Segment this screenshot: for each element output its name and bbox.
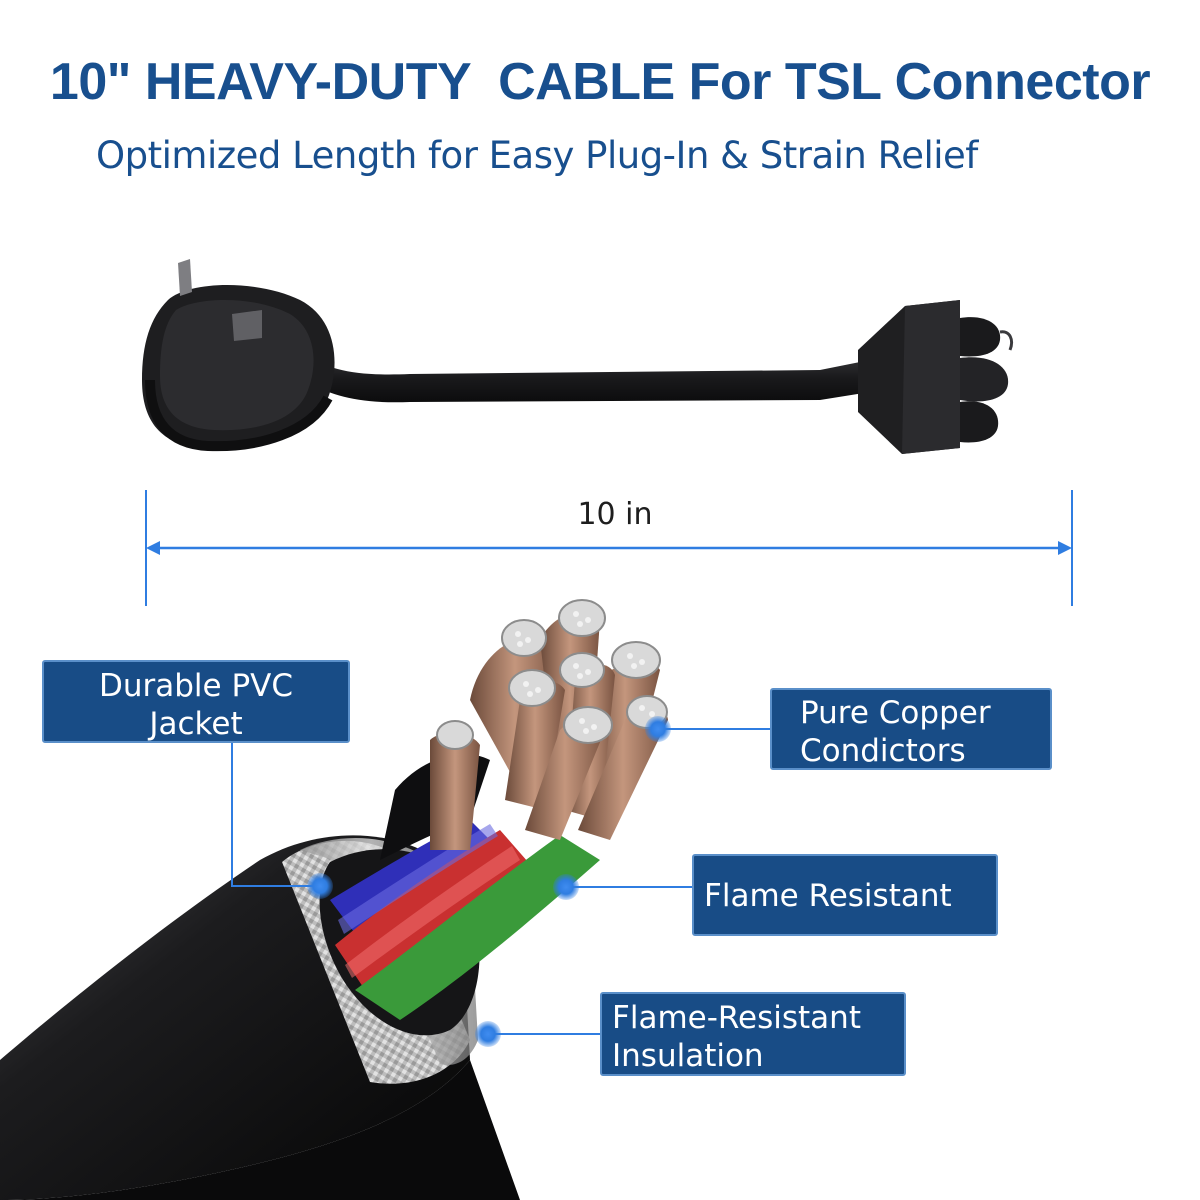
callout-insulation-line1: Flame-Resistant: [612, 1000, 861, 1036]
copper-strands: [430, 599, 668, 850]
callout-pvc-jacket: Durable PVC Jacket: [42, 660, 350, 743]
adapter-cable: [142, 259, 1014, 454]
callout-copper-conductors-line2: Condictors: [800, 733, 966, 769]
callout-dots: [307, 716, 671, 1047]
callout-copper-conductors-line1: Pure Copper: [800, 695, 991, 731]
callout-leaders: [231, 728, 772, 1035]
callout-flame-resistant: Flame Resistant: [692, 854, 998, 936]
page-title: 10" HEAVY-DUTY CABLE For TSL Connector: [49, 53, 1151, 111]
dimension-indicator: [145, 490, 1073, 606]
callout-flame-resistant-line1: Flame Resistant: [704, 878, 952, 914]
dimension-label: 10 in: [577, 497, 653, 532]
callout-insulation-line2: Insulation: [612, 1038, 764, 1074]
callout-pvc-jacket-line1: Durable PVC: [98, 668, 294, 704]
callout-insulation: Flame-Resistant Insulation: [600, 992, 906, 1076]
cable-cross-section: [0, 599, 668, 1200]
callout-pvc-jacket-line2: Jacket: [149, 706, 243, 742]
page-subtitle: Optimized Length for Easy Plug-In & Stra…: [96, 134, 978, 177]
callout-copper-conductors: Pure Copper Condictors: [770, 688, 1052, 770]
